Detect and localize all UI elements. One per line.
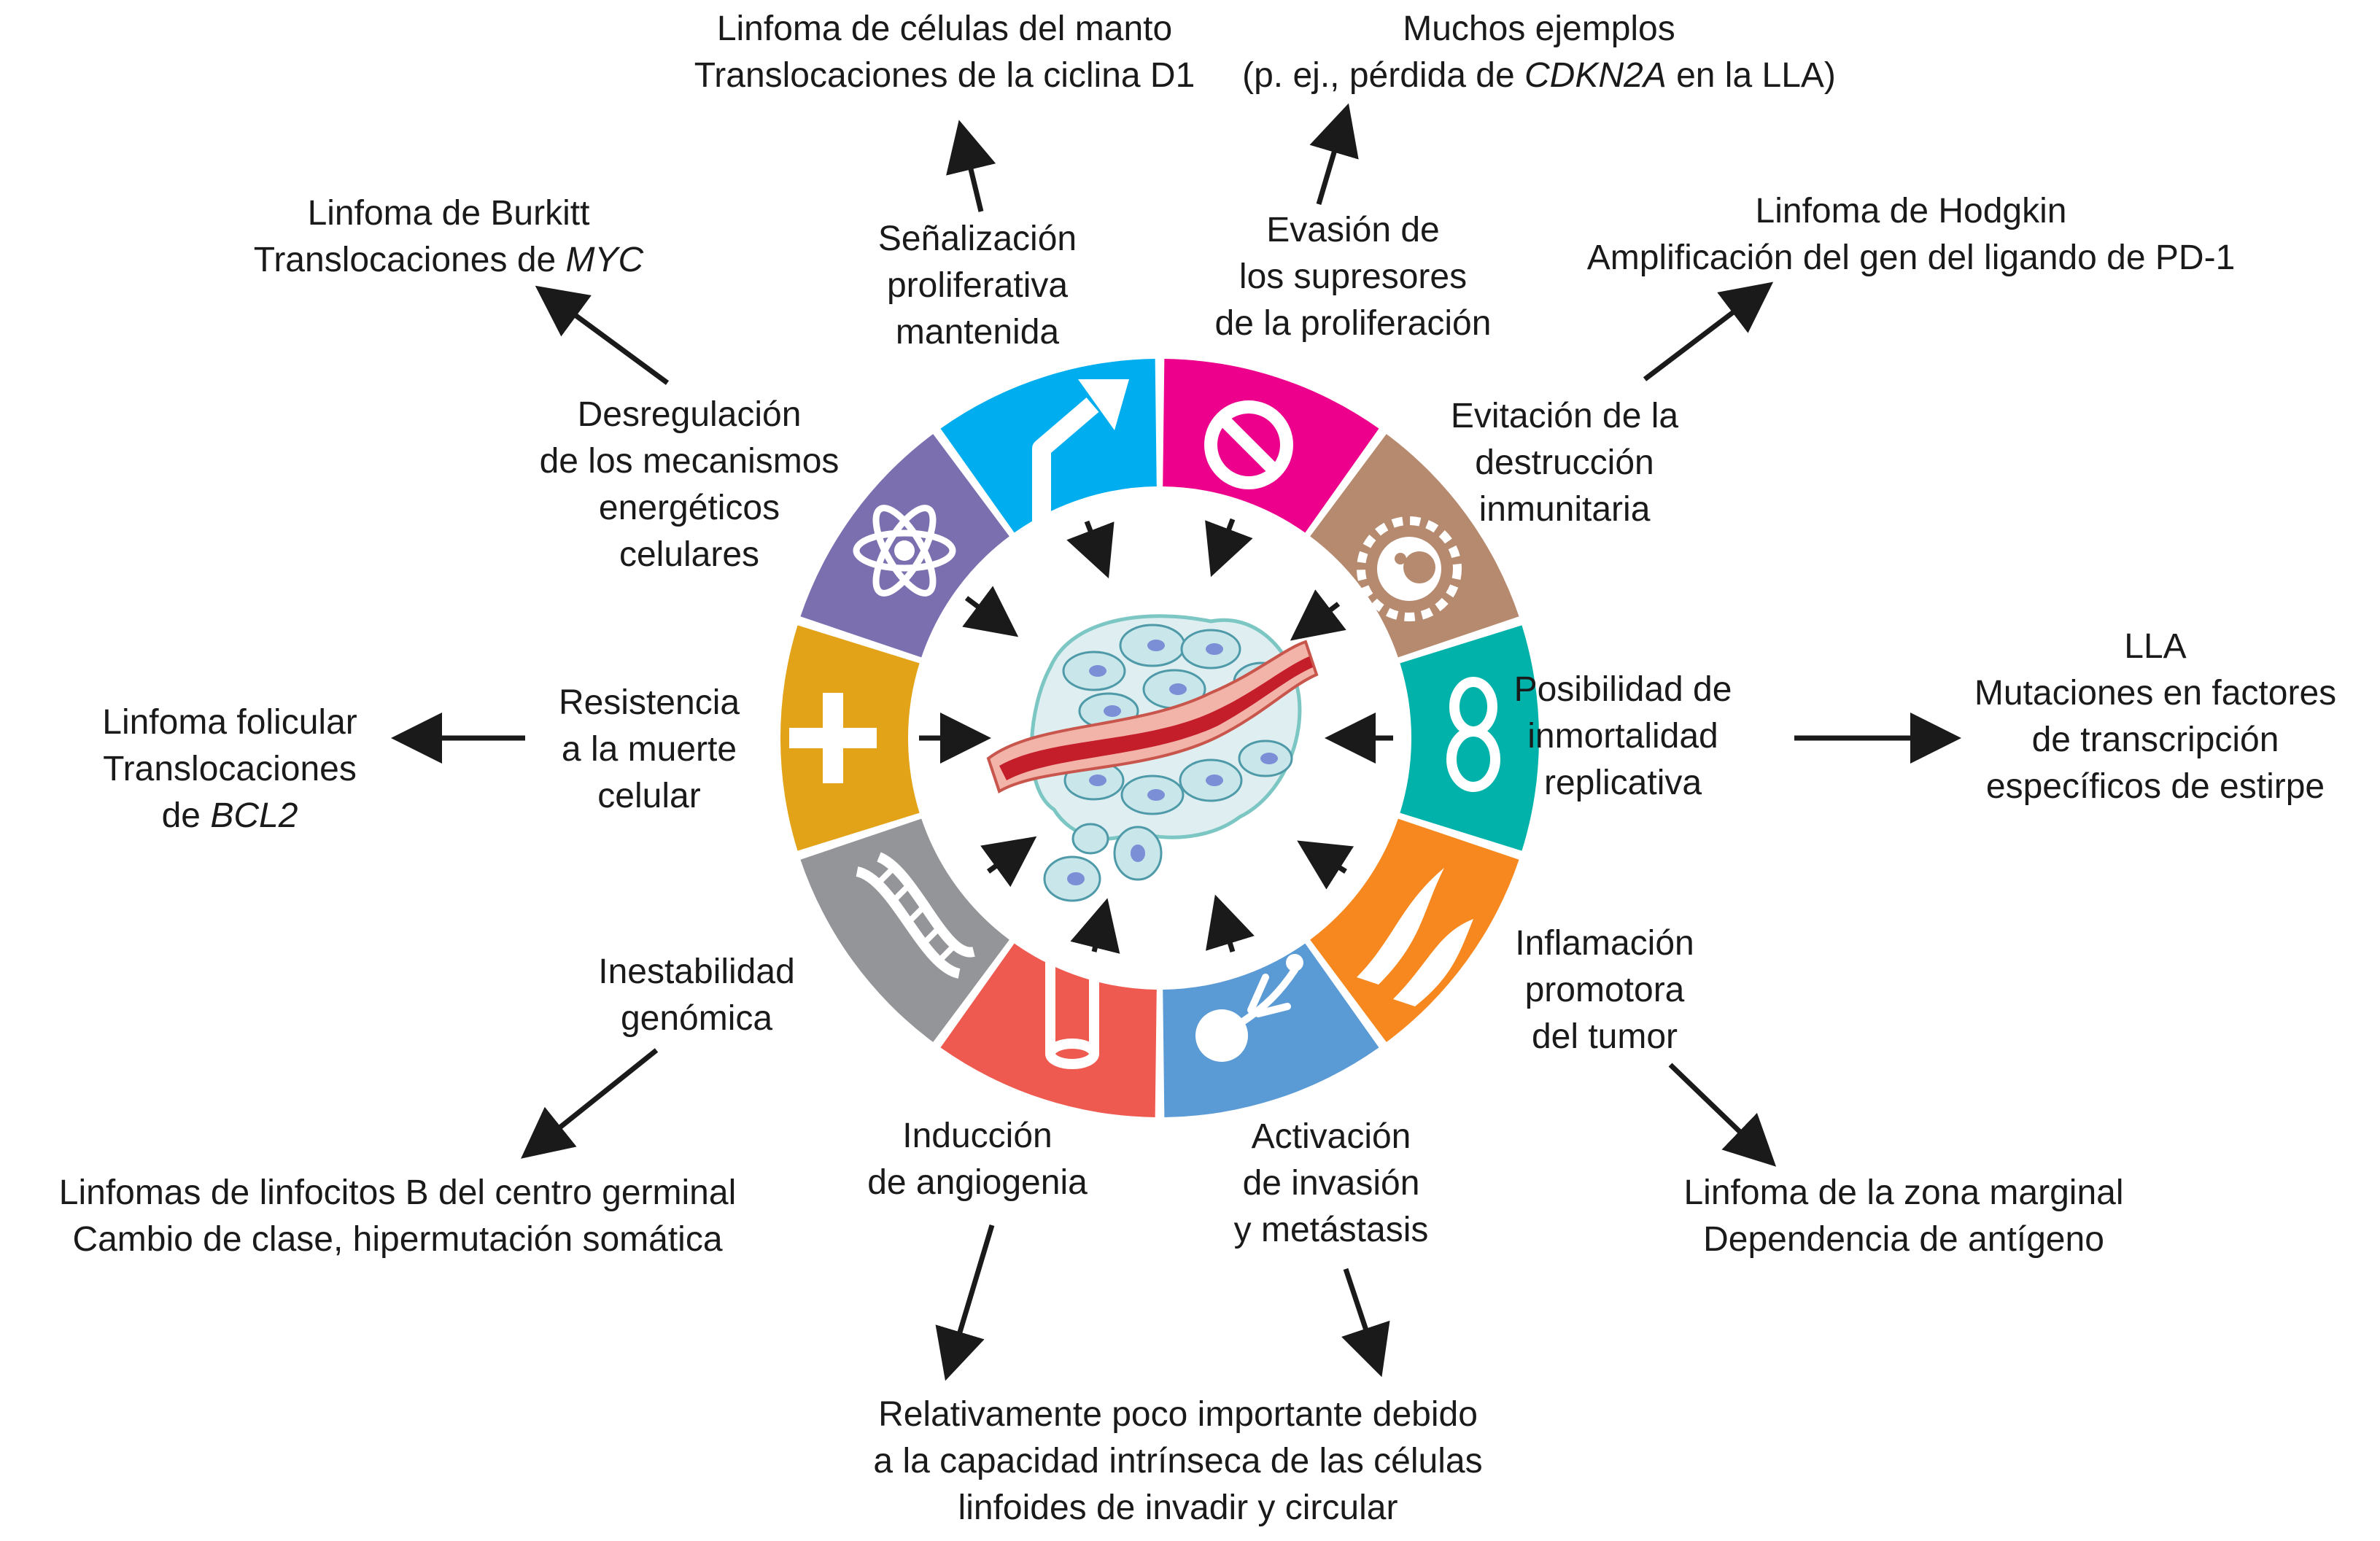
flame-icon: [1357, 868, 1473, 1006]
outward-arrow-hodgkin: [1643, 282, 1774, 381]
inward-arrow-invasion: [1206, 894, 1255, 953]
inward-arrow-genome: [980, 836, 1037, 888]
inward-arrow-energetics: [962, 586, 1019, 637]
invading-cell-icon: [1195, 954, 1303, 1062]
plus-icon: [789, 693, 877, 783]
example-germinal: Linfomas de linfocitos B del centro germ…: [58, 1173, 737, 1259]
segment-replicative-immortality: [1400, 625, 1539, 851]
dna-icon: [855, 852, 975, 979]
proliferation-arrow-icon: [1032, 379, 1129, 529]
outward-arrow-many: [1309, 103, 1359, 205]
outward-arrow-angiogenesis: [935, 1224, 995, 1381]
gene-bcl2: BCL2: [210, 796, 298, 835]
gene-cdkn2a: CDKN2A: [1524, 56, 1667, 95]
blood-vessel: [986, 640, 1319, 793]
prohibition-icon: [1204, 400, 1293, 489]
example-burkitt: Linfoma de Burkitt Translocaciones de MY…: [253, 194, 644, 279]
inward-arrow-inflammation: [1297, 840, 1354, 890]
segment-evading-growth-suppressors: [1163, 359, 1379, 533]
segment-genome-instability: [800, 818, 1009, 1042]
atom-icon: [853, 505, 956, 597]
hallmarks-ring: [780, 359, 1539, 1117]
inward-arrow-angiogenesis: [1070, 898, 1120, 954]
outward-arrow-marginal: [1668, 1063, 1777, 1167]
example-many: Muchos ejemplos (p. ej., pérdida de CDKN…: [1242, 9, 1836, 95]
outward-arrow-mantle: [946, 120, 996, 212]
outward-arrow-germinal: [521, 1048, 659, 1159]
gene-myc: MYC: [565, 241, 644, 279]
outward-arrow-invasion-note: [1341, 1268, 1390, 1378]
blood-vessel-icon: [1045, 952, 1099, 1069]
arrows: [391, 103, 1961, 1381]
inward-arrow-suppressors: [1205, 518, 1253, 578]
example-follicular: Linfoma folicular Translocaciones de BCL…: [102, 703, 357, 835]
inward-arrow-proliferative: [1066, 520, 1115, 579]
tumor-illustration: [986, 614, 1319, 902]
infinity-icon: [1446, 677, 1500, 792]
outward-arrow-burkitt: [535, 285, 670, 385]
inward-arrow-immune: [1290, 589, 1346, 641]
segment-invasion-metastasis: [1163, 943, 1379, 1117]
immune-cell-icon: [1357, 516, 1462, 621]
